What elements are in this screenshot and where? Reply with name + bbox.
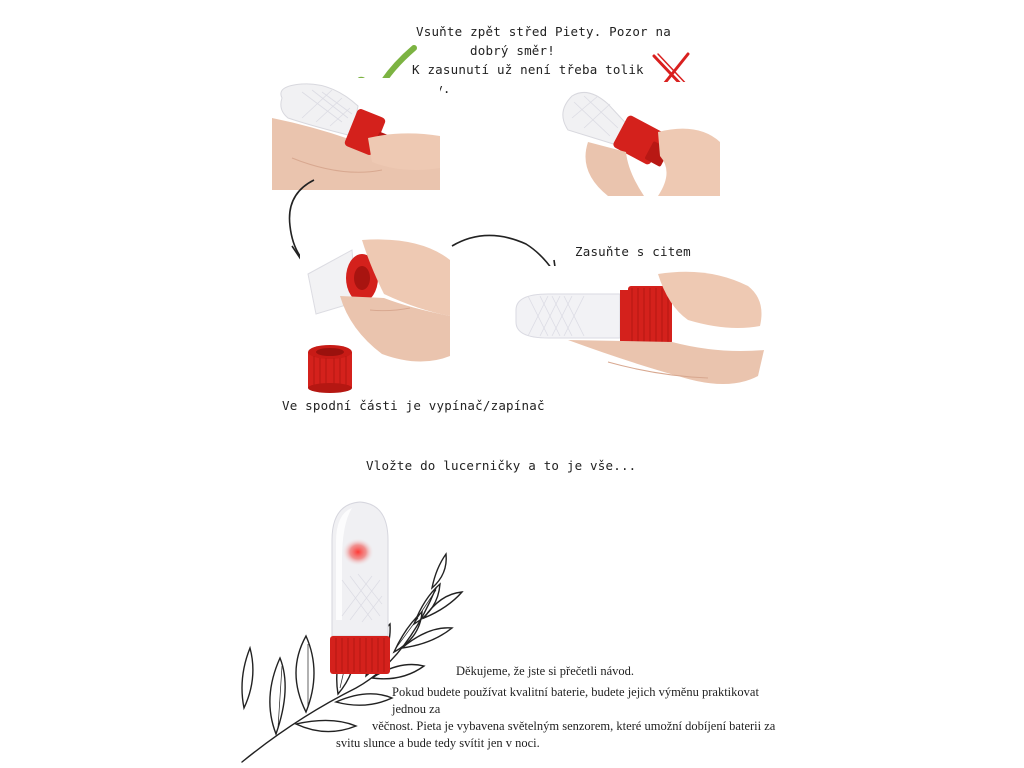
closing-line-1: Pokud budete používat kvalitní baterie, … — [392, 685, 759, 716]
lantern-illustration — [330, 501, 390, 674]
closing-line-2: věčnost. Pieta je vybavena světelným sen… — [372, 719, 776, 733]
photo-wrong-insertion — [548, 82, 720, 196]
photo-correct-insertion — [272, 78, 440, 190]
closing-paragraph: Pokud budete používat kvalitní baterie, … — [336, 684, 796, 752]
bottom-cap-icon — [308, 345, 352, 393]
photo-cap-removal — [300, 236, 450, 368]
step4-caption: Vložte do lucerničky a to je vše... — [366, 458, 637, 473]
closing-thanks: Děkujeme, že jste si přečetli návod. — [456, 664, 635, 678]
step1-line-1: Vsuňte zpět střed Piety. Pozor na — [416, 24, 671, 39]
step2-caption: Zasuňte s citem — [575, 244, 691, 259]
photo-gentle-insertion — [508, 266, 768, 400]
step3-caption: Ve spodní části je vypínač/zapínač — [282, 398, 545, 413]
step1-line-2: dobrý směr! — [470, 43, 555, 58]
closing-line-3: svitu slunce a bude tedy svítit jen v no… — [336, 736, 540, 750]
